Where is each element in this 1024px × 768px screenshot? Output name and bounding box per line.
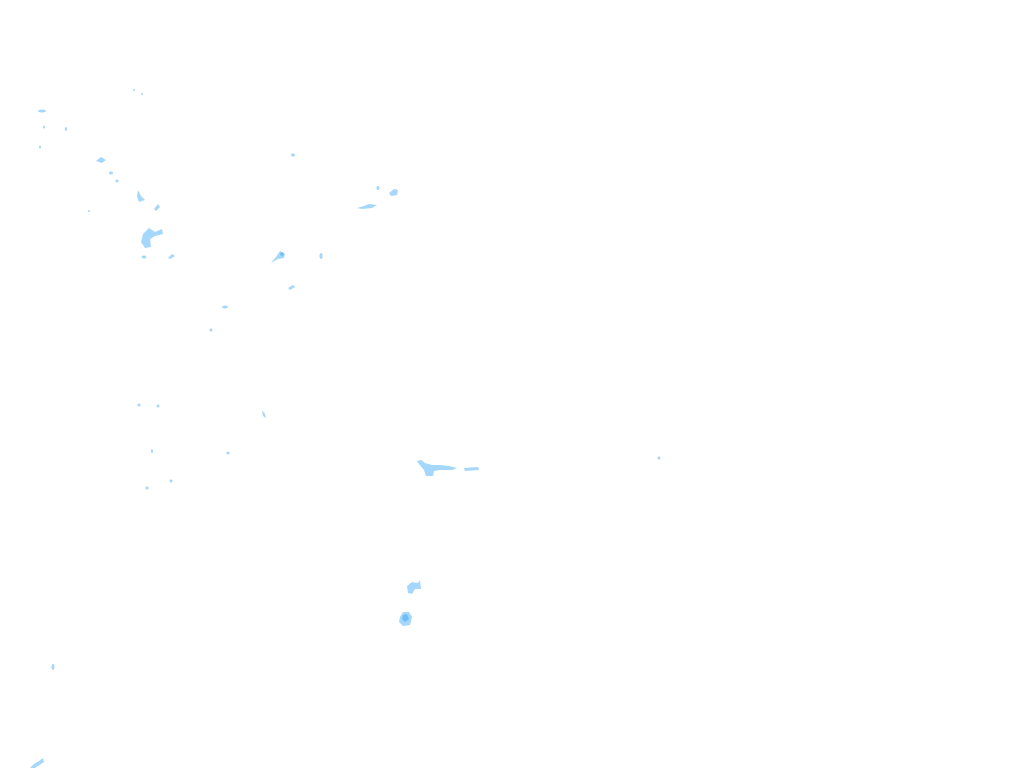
water-body bbox=[156, 404, 160, 408]
water-body bbox=[38, 109, 46, 113]
water-body bbox=[151, 449, 153, 453]
water-body bbox=[222, 305, 228, 309]
water-body bbox=[109, 171, 113, 175]
water-body bbox=[115, 179, 119, 183]
water-body bbox=[357, 204, 377, 209]
water-body bbox=[657, 456, 661, 460]
water-body bbox=[141, 228, 163, 248]
water-body bbox=[209, 328, 213, 332]
water-body bbox=[88, 210, 90, 212]
water-body bbox=[319, 253, 323, 259]
water-body bbox=[141, 255, 147, 259]
water-body bbox=[141, 93, 143, 95]
water-body bbox=[133, 89, 135, 91]
water-body bbox=[145, 486, 149, 490]
water-body bbox=[39, 145, 41, 149]
water-body bbox=[137, 403, 141, 407]
water-body bbox=[96, 157, 106, 163]
water-body bbox=[43, 125, 45, 129]
water-body bbox=[402, 614, 409, 622]
water-body bbox=[291, 153, 295, 157]
water-body bbox=[288, 285, 295, 290]
water-body bbox=[30, 758, 44, 768]
water-body bbox=[407, 580, 421, 594]
water-body bbox=[389, 189, 398, 196]
water-body bbox=[226, 451, 230, 455]
water-body bbox=[280, 252, 284, 256]
water-body bbox=[417, 460, 457, 476]
water-body bbox=[168, 254, 175, 259]
water-body bbox=[464, 467, 479, 471]
water-body bbox=[137, 190, 145, 202]
water-body bbox=[262, 410, 266, 418]
water-body bbox=[169, 479, 173, 483]
water-body bbox=[51, 664, 55, 670]
water-body bbox=[65, 127, 67, 131]
water-body bbox=[154, 204, 160, 211]
water-body bbox=[376, 186, 380, 190]
